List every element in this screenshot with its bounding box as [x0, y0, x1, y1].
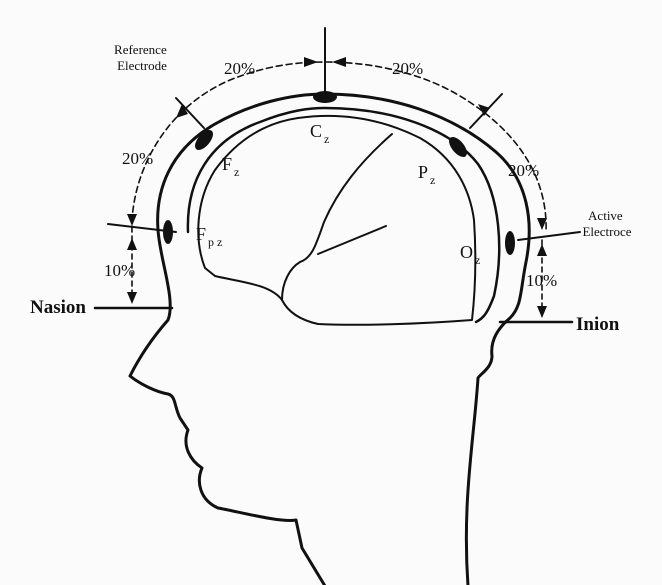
electrode-cz [313, 91, 337, 103]
arrowhead [127, 292, 137, 304]
arrowhead [127, 214, 137, 226]
electrode-fpz [163, 220, 173, 244]
reference-electrode-label: Reference Electrode [114, 42, 170, 73]
pct-back-upper: 20% [508, 161, 539, 180]
pct-top-right: 20% [392, 59, 423, 78]
nasion-label: Nasion [30, 297, 86, 318]
inion-label: Inion [576, 314, 620, 335]
central-sulcus [282, 134, 392, 300]
oz-tick [518, 232, 580, 240]
electrode-oz [505, 231, 515, 255]
active-electrode-label: Active Electroce [582, 208, 631, 239]
brain-outline [198, 116, 475, 325]
measurement-arc [132, 62, 546, 232]
arrowhead [537, 306, 547, 318]
lateral-fissure [318, 226, 386, 254]
arrowhead [537, 244, 547, 256]
pct-top-left: 20% [224, 59, 255, 78]
head-outline [130, 94, 529, 585]
arrowhead [332, 57, 346, 67]
arrowhead [176, 104, 188, 118]
arrowhead [127, 238, 137, 250]
pct-back-lower: 10% [526, 271, 557, 290]
pct-front-upper: 20% [122, 149, 153, 168]
arrowhead [304, 57, 318, 67]
pct-front-lower: 10% [104, 261, 135, 280]
